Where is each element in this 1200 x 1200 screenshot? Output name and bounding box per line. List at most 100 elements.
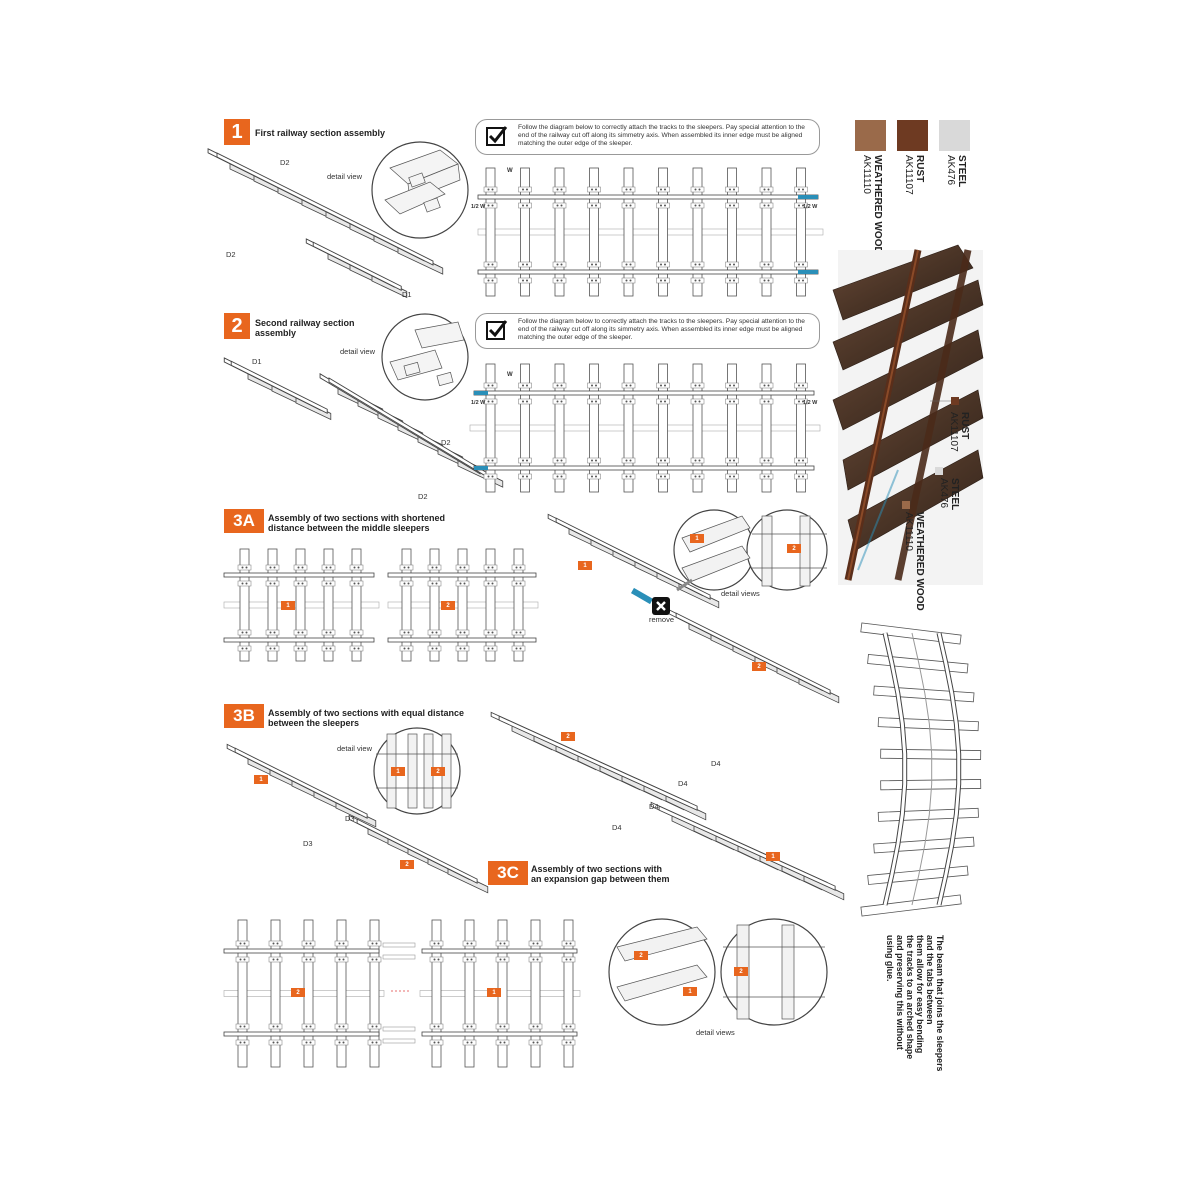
- part-label-d1: D1: [402, 290, 412, 299]
- note-text: Follow the diagram below to correctly at…: [518, 124, 805, 147]
- photo-label-rust: RUST AK11107: [948, 412, 970, 452]
- checkbox-icon: [486, 320, 508, 340]
- section-tag-1: 1: [766, 852, 780, 861]
- paint-label-weathered-wood: WEATHERED WOOD AK11110: [861, 155, 883, 254]
- photo-label-weathered-wood: WEATHERED WOOD AK11110: [903, 512, 925, 611]
- half-w-label: 1/2 W: [471, 204, 486, 210]
- step-3b-title: Assembly of two sections with equal dist…: [268, 708, 464, 728]
- section-tag-2: 2: [441, 601, 455, 610]
- section-tag-1: 1: [391, 767, 405, 776]
- paint-swatch-weathered-wood: [855, 120, 886, 151]
- detail-view-label: detail view: [327, 172, 363, 181]
- hint-line: The beam that joins the sleepers: [935, 935, 945, 1072]
- step-3a-detail-circles: [673, 509, 828, 592]
- step-1-badge: 1: [224, 119, 250, 145]
- paint-name: RUST: [914, 155, 925, 183]
- detail-views-label: detail views: [721, 589, 760, 598]
- paint-code: AK11110: [903, 512, 914, 551]
- section-tag-2: 2: [787, 544, 801, 553]
- paint-name: STEEL: [956, 155, 967, 188]
- paint-name: STEEL: [949, 478, 960, 511]
- instruction-note-2: Follow the diagram below to correctly at…: [475, 313, 820, 349]
- title-line: Second railway section: [255, 318, 355, 328]
- hint-line: and preserving this without: [895, 935, 905, 1050]
- section-tag-2: 2: [752, 662, 766, 671]
- paint-code: AK476: [945, 155, 956, 186]
- step-3c-badge: 3C: [488, 861, 528, 885]
- step-number: 1: [231, 120, 243, 143]
- remove-label: remove: [649, 615, 675, 624]
- hint-line: and the tabs between: [925, 935, 935, 1025]
- title-line: Assembly of two sections with: [531, 864, 663, 874]
- step-2-badge: 2: [224, 313, 250, 339]
- section-tag-2: 2: [291, 988, 305, 997]
- remove-icon: [652, 597, 670, 615]
- paint-code: AK476: [938, 478, 949, 509]
- part-label-d1: D1: [252, 357, 262, 366]
- part-label-d4: D4: [649, 802, 659, 811]
- step-3c-iso-diagram: [490, 711, 845, 901]
- paint-code: AK11107: [903, 155, 914, 195]
- photo-label-steel: STEEL AK476: [938, 478, 960, 510]
- paint-label-rust: RUST AK11107: [903, 155, 925, 195]
- title-line: distance between the middle sleepers: [268, 523, 430, 533]
- part-label-d2: D2: [280, 158, 290, 167]
- hint-line: them allow for easy bending: [915, 935, 925, 1054]
- section-tag-1: 1: [690, 534, 704, 543]
- paint-name: WEATHERED WOOD: [914, 512, 925, 611]
- instruction-note-1: Follow the diagram below to correctly at…: [475, 119, 820, 155]
- part-label-d2: D2: [226, 250, 236, 259]
- w-label: W: [507, 168, 513, 174]
- step-3a-iso-diagram: [547, 513, 840, 704]
- title-line: Assembly of two sections with shortened: [268, 513, 446, 523]
- step-3b-iso-diagram: [226, 743, 489, 894]
- note-text: Follow the diagram below to correctly at…: [518, 318, 805, 341]
- half-w-label: 1/2 W: [803, 204, 818, 210]
- photo-callout-lines: [902, 397, 959, 509]
- half-w-label: 1/2 W: [803, 400, 818, 406]
- part-label-d2: D2: [418, 492, 428, 501]
- w-label: W: [507, 372, 513, 378]
- detail-views-label: detail views: [696, 1028, 735, 1037]
- title-line: between the sleepers: [268, 718, 360, 728]
- detail-view-label: detail view: [340, 347, 376, 356]
- section-tag-1: 1: [683, 987, 697, 996]
- part-label-d4: D4: [678, 779, 688, 788]
- checkbox-icon: [486, 126, 508, 146]
- part-label-d2: D2: [441, 438, 451, 447]
- section-tag-1: 1: [254, 775, 268, 784]
- step-3c-detail-circles: [608, 918, 828, 1026]
- track-plan-2: [469, 363, 821, 493]
- part-label-d4: D4: [711, 759, 721, 768]
- title-line: an expansion gap between them: [531, 874, 670, 884]
- section-tag-2: 2: [561, 732, 575, 741]
- curved-track-diagram: [860, 622, 982, 917]
- section-tag-2: 2: [634, 951, 648, 960]
- step-3b-badge: 3B: [224, 704, 264, 728]
- paint-swatch-rust: [897, 120, 928, 151]
- half-w-label: 1/2 W: [471, 400, 486, 406]
- step-3c-title: Assembly of two sections with an expansi…: [531, 864, 670, 884]
- step-3a-plan-left: [223, 548, 380, 662]
- step-number: 3B: [233, 706, 255, 725]
- step-1-iso-diagram: [207, 148, 444, 299]
- paint-name: WEATHERED WOOD: [872, 155, 883, 254]
- title-line: assembly: [255, 328, 297, 338]
- step-3a-badge: 3A: [224, 509, 264, 533]
- section-tag-2: 2: [431, 767, 445, 776]
- hint-line: the tracks to an arched shape: [905, 935, 915, 1060]
- step-number: 3A: [233, 511, 255, 530]
- track-plan-1: [477, 167, 824, 297]
- title-line: Assembly of two sections with equal dist…: [268, 708, 465, 718]
- step-3a-plan-right: [387, 548, 539, 662]
- step-2-detail-circle: [381, 313, 469, 401]
- detail-view-label: detail view: [337, 744, 373, 753]
- step-1-title: First railway section assembly: [255, 128, 386, 138]
- step-2-title: Second railway section assembly: [255, 318, 355, 338]
- step-1-detail-circle: [371, 141, 469, 239]
- paint-swatch-steel: [939, 120, 970, 151]
- section-tag-1: 1: [281, 601, 295, 610]
- paint-name: RUST: [959, 412, 970, 440]
- hint-line: using glue.: [885, 935, 895, 982]
- section-tag-2: 2: [400, 860, 414, 869]
